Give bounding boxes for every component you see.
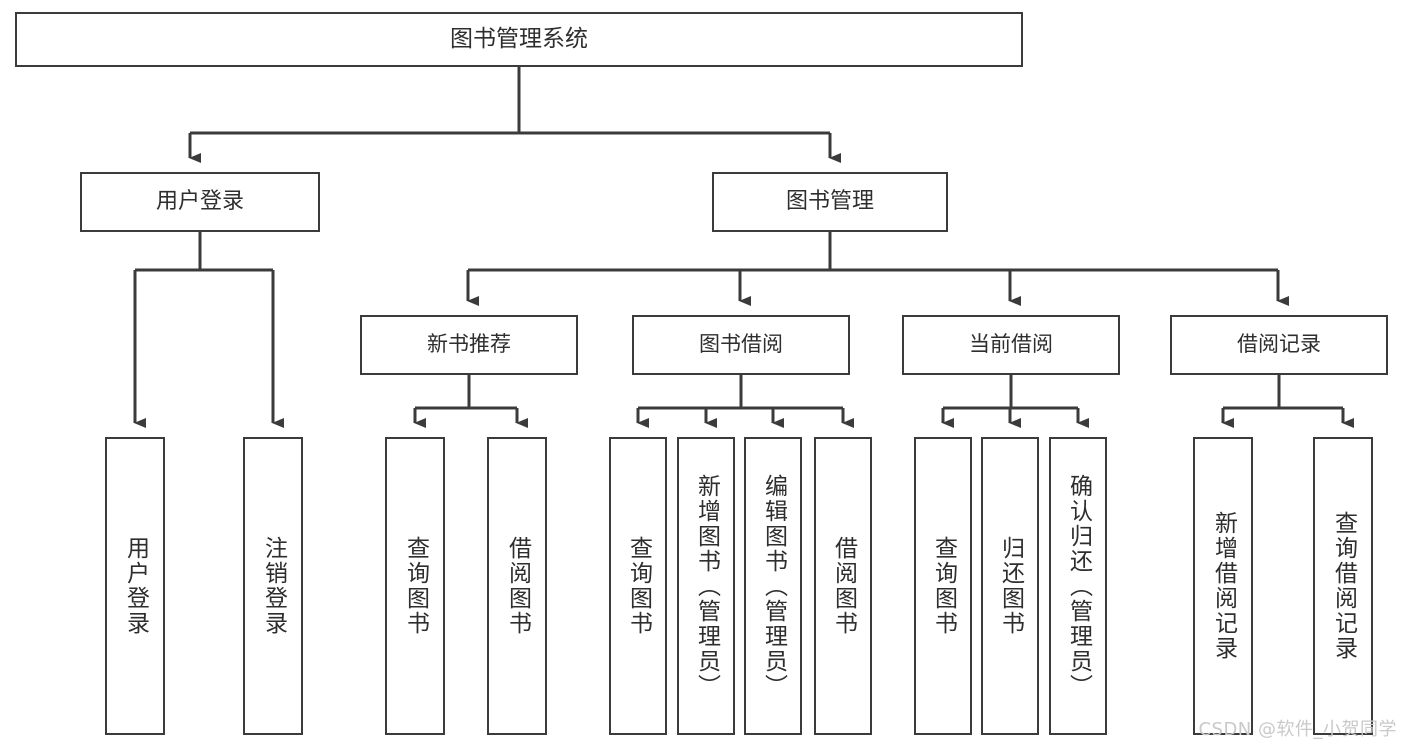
node-leaf-borrow-book-1-label: 借阅图书 [504,536,531,636]
node-leaf-logout[interactable]: 注销登录 [243,437,303,735]
node-root-label: 图书管理系统 [450,26,588,53]
node-book-manage-label: 图书管理 [785,188,874,214]
node-leaf-add-book-label: 新增图书（管理员） [693,473,720,699]
node-leaf-edit-book-label: 编辑图书（管理员） [760,473,787,699]
node-leaf-query-book-1-label: 查询图书 [402,536,429,636]
node-leaf-user-login-label: 用户登录 [122,536,149,636]
node-leaf-query-book-2-label: 查询图书 [625,536,652,636]
node-leaf-query-book-3-label: 查询图书 [930,536,957,636]
node-leaf-borrow-book-1[interactable]: 借阅图书 [487,437,547,735]
node-borrow-record[interactable]: 借阅记录 [1170,315,1388,375]
node-book-borrow-label: 图书借阅 [699,332,783,357]
node-new-book-recommend-label: 新书推荐 [427,332,511,357]
node-leaf-add-record[interactable]: 新增借阅记录 [1193,437,1253,735]
node-borrow-record-label: 借阅记录 [1237,332,1321,357]
node-leaf-return-book[interactable]: 归还图书 [981,437,1039,735]
node-leaf-borrow-book-2-label: 借阅图书 [830,536,857,636]
node-user-login-label: 用户登录 [155,188,244,214]
node-leaf-return-book-label: 归还图书 [997,536,1024,636]
node-book-manage[interactable]: 图书管理 [712,172,948,232]
node-leaf-borrow-book-2[interactable]: 借阅图书 [814,437,872,735]
node-book-borrow[interactable]: 图书借阅 [632,315,850,375]
node-leaf-query-book-1[interactable]: 查询图书 [385,437,445,735]
node-leaf-user-login[interactable]: 用户登录 [105,437,165,735]
node-leaf-logout-label: 注销登录 [260,536,287,636]
node-leaf-query-book-3[interactable]: 查询图书 [914,437,972,735]
node-leaf-add-record-label: 新增借阅记录 [1210,511,1237,661]
node-leaf-query-record-label: 查询借阅记录 [1330,511,1357,661]
node-new-book-recommend[interactable]: 新书推荐 [360,315,578,375]
node-current-borrow-label: 当前借阅 [969,332,1053,357]
node-leaf-add-book[interactable]: 新增图书（管理员） [677,437,735,735]
node-leaf-query-record[interactable]: 查询借阅记录 [1313,437,1373,735]
csdn-watermark: CSDN @软件_小贺同学 [1198,719,1397,740]
node-user-login[interactable]: 用户登录 [80,172,320,232]
node-leaf-confirm-return-label: 确认归还（管理员） [1065,473,1092,699]
node-root[interactable]: 图书管理系统 [15,12,1023,67]
node-leaf-query-book-2[interactable]: 查询图书 [609,437,667,735]
node-leaf-confirm-return[interactable]: 确认归还（管理员） [1049,437,1107,735]
node-current-borrow[interactable]: 当前借阅 [902,315,1120,375]
node-leaf-edit-book[interactable]: 编辑图书（管理员） [744,437,802,735]
